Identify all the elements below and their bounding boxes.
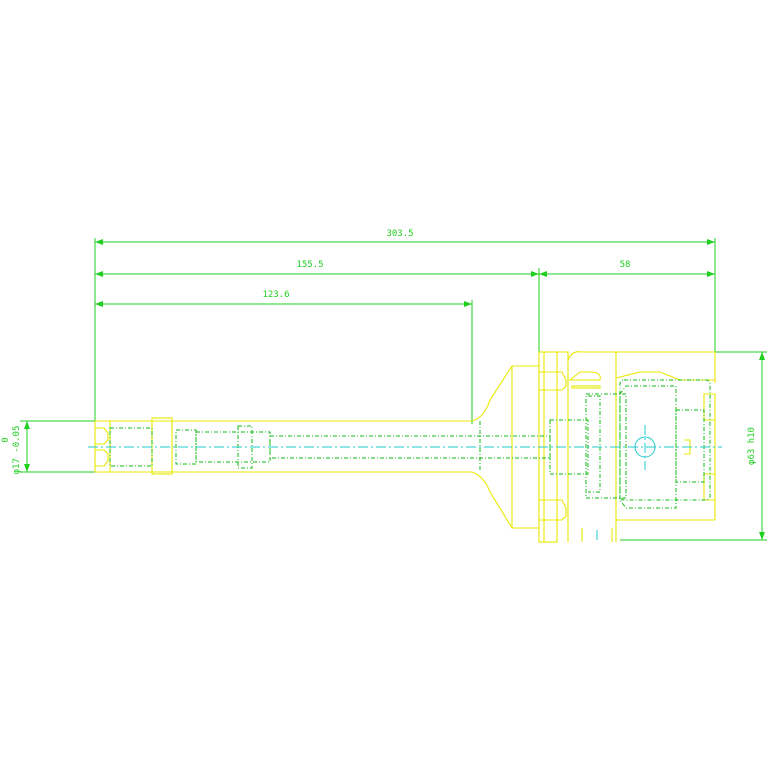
dimension-text-flange: 58 (620, 260, 631, 270)
dimension-text-tip-diameter: φ17 -0.05 (12, 426, 22, 475)
dimension-reach: 123.6 (95, 290, 472, 307)
dimension-text-overall: 303.5 (386, 229, 413, 239)
dimension-text-tip-tolerance: 0 (1, 437, 11, 442)
dimension-overall-length: 303.5 (95, 229, 715, 245)
dimension-tip-diameter: φ17 -0.05 0 (1, 421, 30, 474)
dimension-text-shank-diameter: φ63 h10 (747, 427, 757, 465)
dimension-length-to-flange: 155.5 (95, 260, 539, 277)
dimension-text-to-flange: 155.5 (296, 260, 323, 270)
hidden-features (109, 379, 711, 509)
extension-lines (20, 238, 767, 541)
dimension-text-reach: 123.6 (262, 290, 289, 300)
dimension-shank-diameter: φ63 h10 (747, 352, 765, 540)
dimension-flange-length: 58 (539, 260, 715, 277)
centerlines (88, 425, 722, 542)
